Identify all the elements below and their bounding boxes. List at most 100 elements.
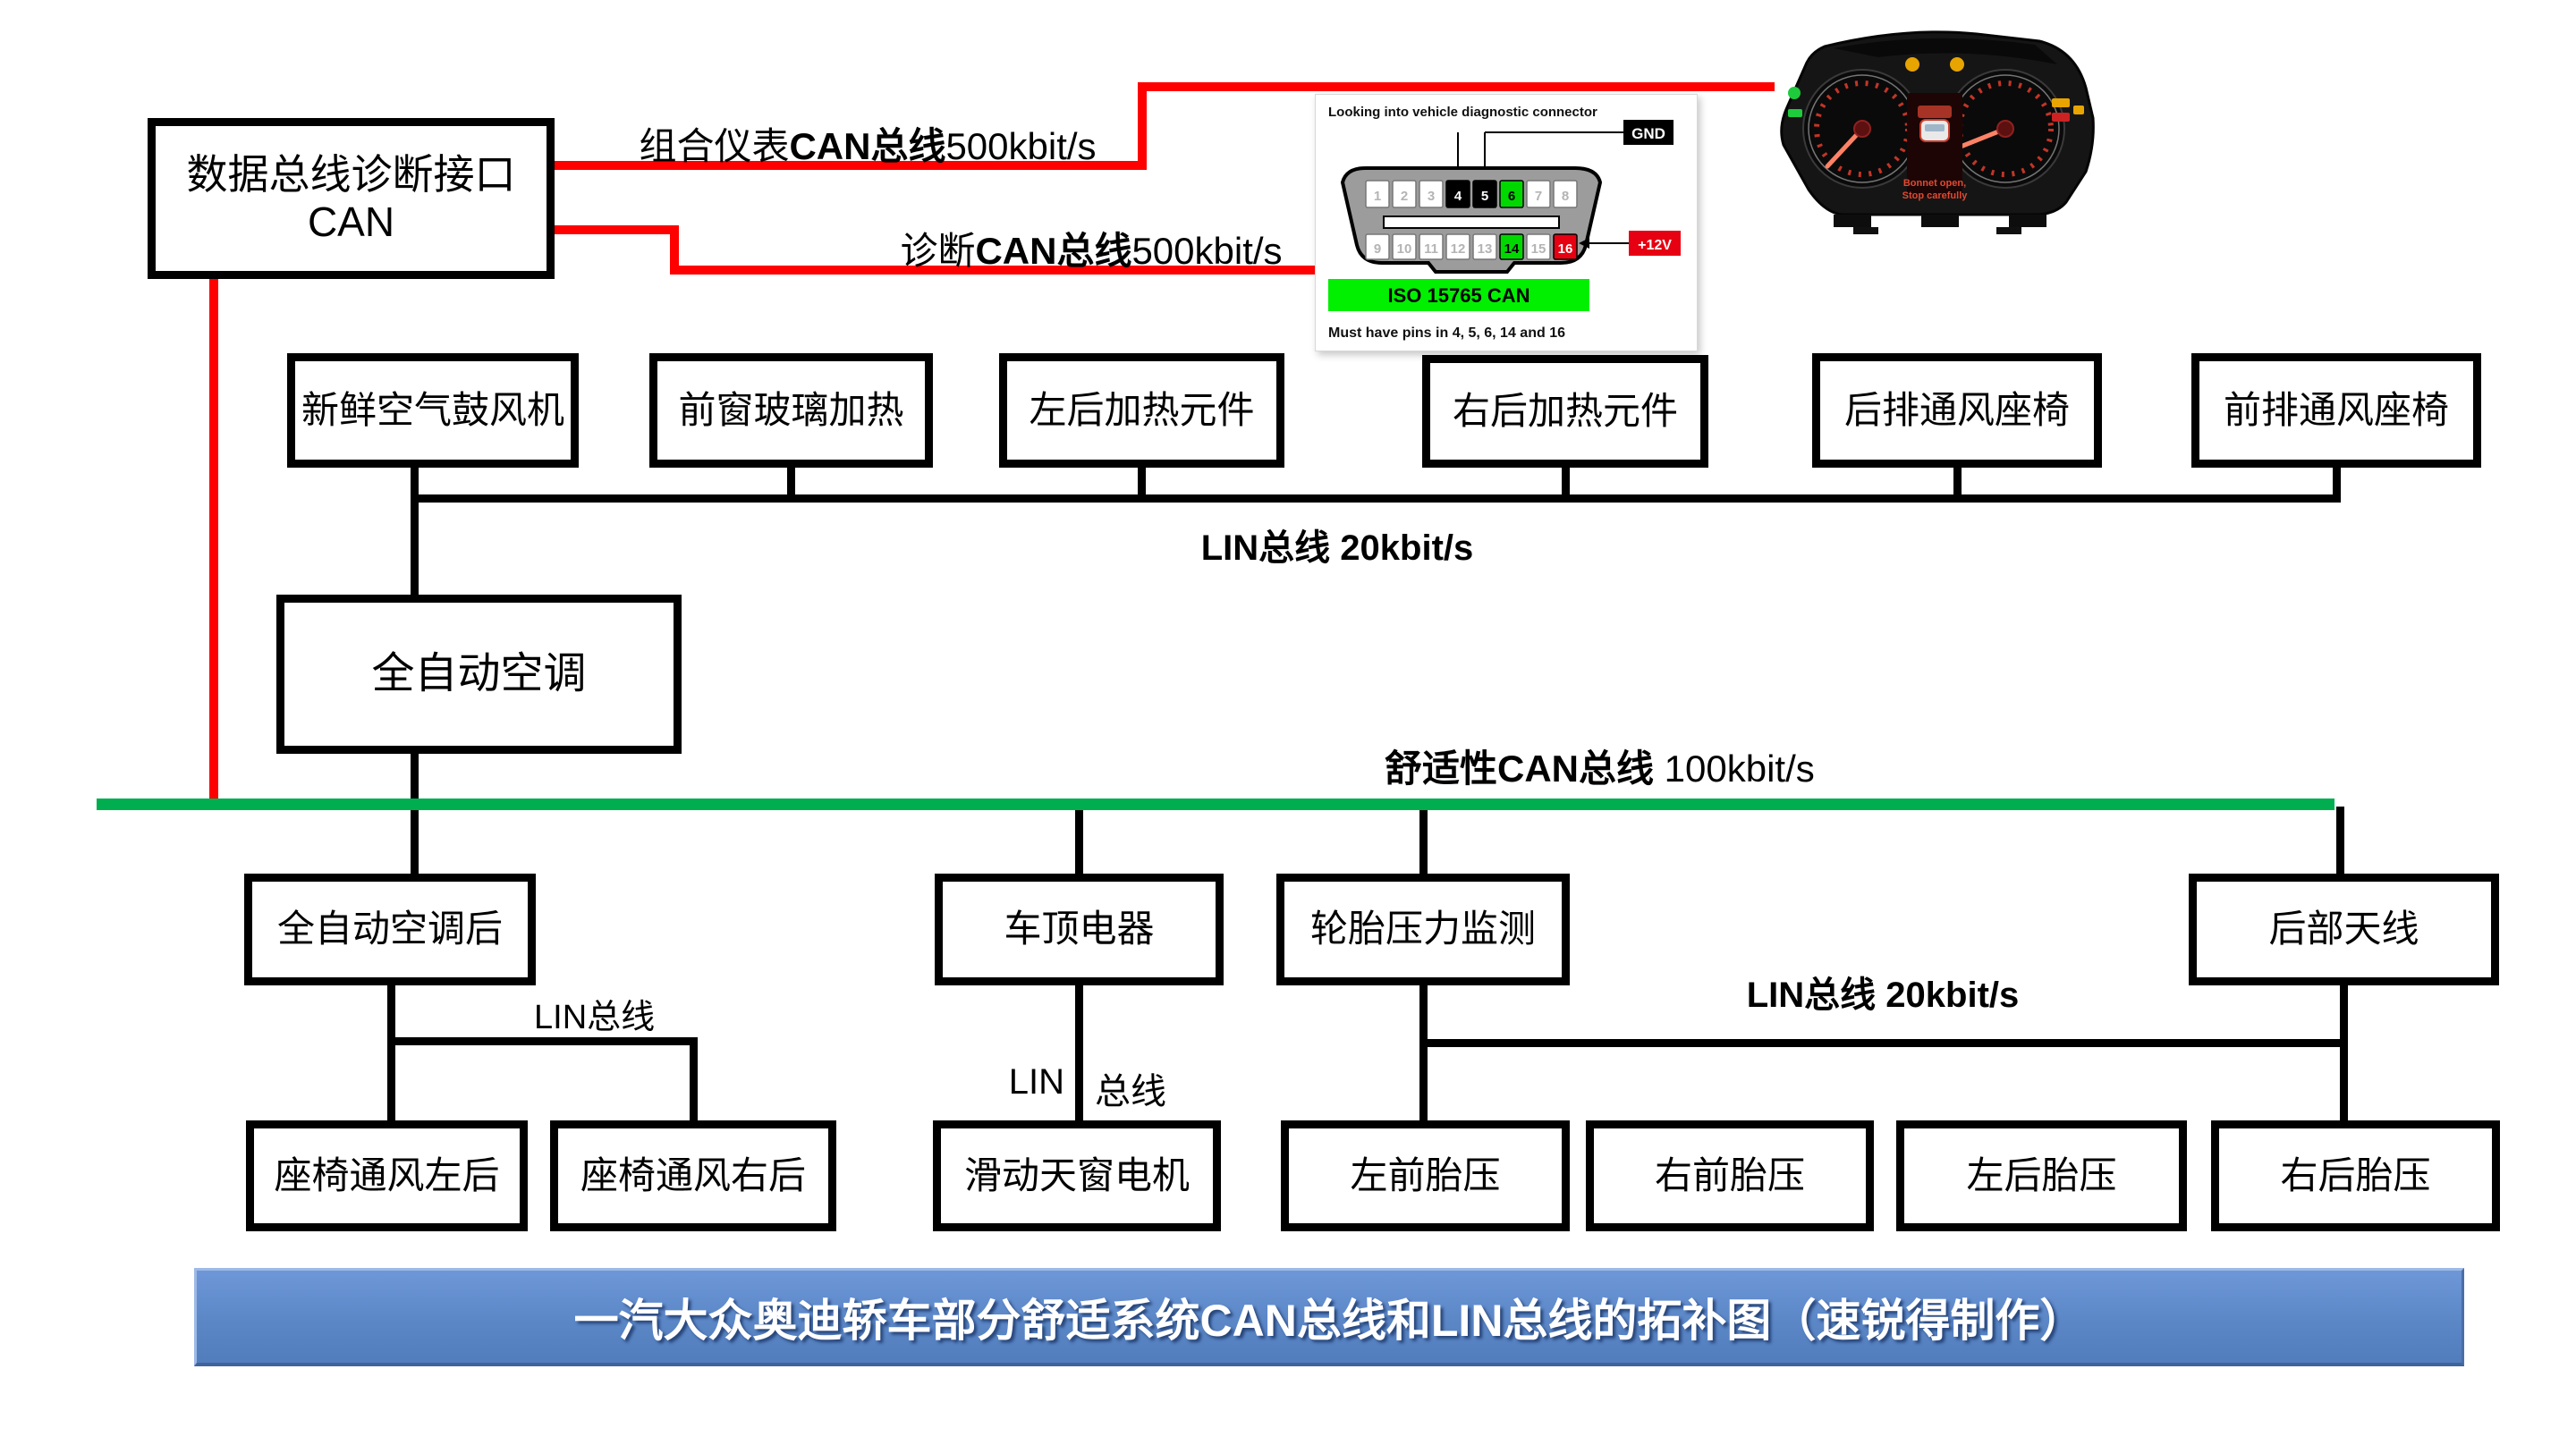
red-telltale xyxy=(2052,113,2070,122)
pin-12: 12 xyxy=(1451,241,1466,257)
line-rearseat-drop xyxy=(1953,468,1962,503)
line-blower-to-hvac xyxy=(411,468,419,595)
cluster-can-prefix: 组合仪表 xyxy=(639,125,790,167)
instrument-cluster-image: Bonnet open, Stop carefully xyxy=(1771,11,2111,236)
cluster-warning-line2: Stop carefully xyxy=(1902,190,1969,201)
pin-7: 7 xyxy=(1535,189,1542,204)
node-seat-vent-left-rear: 座椅通风左后 xyxy=(246,1120,528,1231)
line-hvacrear-down xyxy=(387,985,395,1120)
title-banner: 一汽大众奥迪轿车部分舒适系统CAN总线和LIN总线的拓补图（速锐得制作） xyxy=(194,1268,2464,1366)
node-rear-vent-seat: 后排通风座椅 xyxy=(1812,353,2102,468)
pin-5: 5 xyxy=(1481,189,1488,204)
amber-warning-icon-left xyxy=(1905,57,1919,72)
node-tire-rear-left: 左后胎压 xyxy=(1896,1120,2187,1231)
line-leftheat-drop xyxy=(1138,468,1146,503)
diag-can-line-3 xyxy=(670,266,1327,275)
line-frontseat-drop xyxy=(2333,468,2341,503)
node-windshield-heater: 前窗玻璃加热 xyxy=(649,353,933,468)
comfort-can-bold: 舒适性CAN总线 xyxy=(1385,748,1654,790)
node-auto-ac-rear: 全自动空调后 xyxy=(244,874,536,985)
amber-warning-icon-right xyxy=(1950,57,1964,72)
node-sunroof-motor: 滑动天窗电机 xyxy=(933,1120,1221,1231)
gnd-label: GND xyxy=(1631,125,1665,142)
obd-note: Must have pins in 4, 5, 6, 14 and 16 xyxy=(1328,325,1565,341)
cluster-can-bus-label: 组合仪表CAN总线500kbit/s xyxy=(590,116,1145,171)
obd-center-slot xyxy=(1383,215,1560,229)
node-seat-vent-right-rear: 座椅通风右后 xyxy=(550,1120,836,1231)
obd-connector-panel: Looking into vehicle diagnostic connecto… xyxy=(1315,94,1698,351)
cluster-can-line-3 xyxy=(1138,82,1775,91)
comfort-can-bus-line xyxy=(97,799,2334,810)
green-indicator-bar xyxy=(1788,109,1802,117)
diag-can-rate: 500kbit/s xyxy=(1131,230,1283,272)
node-right-rear-heater: 右后加热元件 xyxy=(1422,355,1708,468)
roof-lin-label-left: LIN xyxy=(1008,1062,1064,1102)
line-roof-to-sunroof xyxy=(1075,985,1083,1120)
v12-arrow xyxy=(1579,238,1589,249)
line-rightheat-drop xyxy=(1562,468,1570,503)
node-roof-electronics: 车顶电器 xyxy=(935,874,1224,985)
iso-label: ISO 15765 CAN xyxy=(1388,284,1530,307)
pin-14: 14 xyxy=(1504,241,1520,257)
node-tire-front-right: 右前胎压 xyxy=(1586,1120,1874,1231)
v12-label: +12V xyxy=(1638,238,1672,253)
line-seat-right-drop xyxy=(690,1037,698,1120)
v12-box xyxy=(1629,231,1681,256)
pin-10: 10 xyxy=(1397,241,1412,257)
node-gateway-line1: 数据总线诊断接口 xyxy=(186,151,516,199)
line-seat-lin-horizontal xyxy=(387,1037,698,1045)
line-comfortbus-to-antenna xyxy=(2336,807,2344,874)
diag-can-bus-label: 诊断CAN总线500kbit/s xyxy=(868,221,1315,275)
line-comfortbus-to-tpms xyxy=(1419,807,1428,874)
cluster-can-bold: CAN总线 xyxy=(789,125,946,167)
pin-13: 13 xyxy=(1478,241,1493,257)
line-hvac-to-comfortbus xyxy=(411,754,419,874)
diag-can-line-2 xyxy=(670,225,679,275)
node-tire-front-left: 左前胎压 xyxy=(1281,1120,1570,1231)
diag-can-prefix: 诊断 xyxy=(900,230,976,272)
center-display xyxy=(1907,93,1962,197)
green-indicator-icon xyxy=(1788,87,1801,99)
pin-8: 8 xyxy=(1562,189,1569,204)
amber-telltale-1 xyxy=(2052,98,2070,107)
node-gateway-line2: CAN xyxy=(307,199,395,245)
cluster-can-line-2 xyxy=(1138,82,1147,170)
cluster-hood xyxy=(1834,38,2057,64)
cluster-can-line-1 xyxy=(555,161,1147,170)
gateway-to-comfortbus-line xyxy=(209,279,218,807)
line-tpms-lin-horizontal xyxy=(1419,1039,2348,1047)
node-auto-ac: 全自动空调 xyxy=(276,595,682,754)
pin-6: 6 xyxy=(1508,189,1515,204)
diag-can-line-1 xyxy=(555,225,679,234)
obd-title: Looking into vehicle diagnostic connecto… xyxy=(1328,105,1597,120)
lin-bus-top-line xyxy=(411,494,2341,503)
tachometer-ticks xyxy=(1957,80,2054,177)
obd-pins-bottom: 9 10 11 12 13 14 15 16 xyxy=(1365,233,1578,260)
node-tpms: 轮胎压力监测 xyxy=(1276,874,1570,985)
comfort-can-rate: 100kbit/s xyxy=(1654,748,1815,790)
node-front-vent-seat: 前排通风座椅 xyxy=(2191,353,2481,468)
gnd-wires xyxy=(1457,131,1623,172)
node-left-rear-heater: 左后加热元件 xyxy=(999,353,1284,468)
cluster-can-rate: 500kbit/s xyxy=(945,125,1097,167)
line-windowheat-drop xyxy=(787,468,795,503)
lin-bus-top-label: LIN总线 20kbit/s xyxy=(1200,528,1474,568)
node-fresh-air-blower: 新鲜空气鼓风机 xyxy=(287,353,579,468)
line-comfortbus-to-roof xyxy=(1075,807,1083,874)
gnd-box xyxy=(1623,120,1674,145)
cluster-warning-line1: Bonnet open, xyxy=(1903,178,1966,189)
node-gateway: 数据总线诊断接口 CAN xyxy=(148,118,555,279)
obd-pins-top: 1 2 3 4 5 6 7 8 xyxy=(1365,180,1578,208)
pin-4: 4 xyxy=(1454,189,1462,204)
amber-telltale-2 xyxy=(2073,106,2084,114)
node-rear-antenna: 后部天线 xyxy=(2189,874,2499,985)
pin-15: 15 xyxy=(1531,241,1546,257)
line-antenna-down xyxy=(2340,985,2348,1120)
diag-can-bold: CAN总线 xyxy=(975,230,1132,272)
pin-11: 11 xyxy=(1424,241,1438,257)
seat-lin-label: LIN总线 xyxy=(534,999,656,1036)
obd-connector-graphic: Looking into vehicle diagnostic connecto… xyxy=(1328,105,1681,341)
pin-1: 1 xyxy=(1374,189,1381,204)
comfort-can-bus-label: 舒适性CAN总线 100kbit/s xyxy=(1385,739,1815,793)
